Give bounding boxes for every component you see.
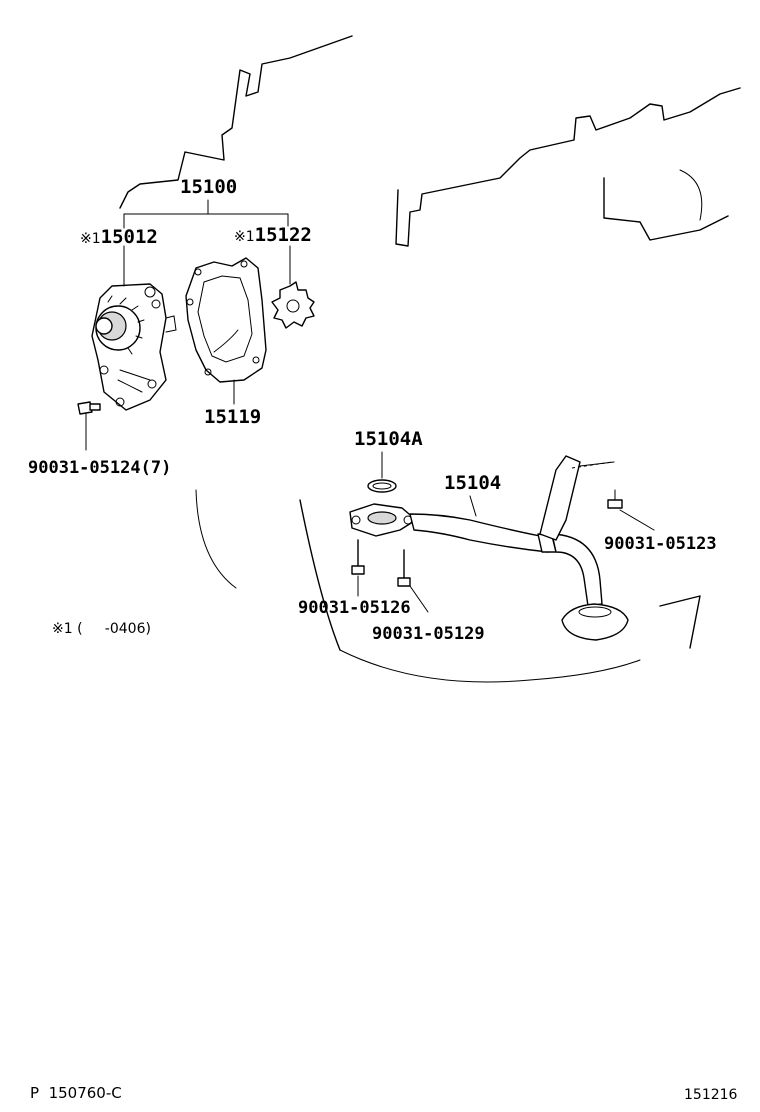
oil-pump-body	[91, 245, 177, 411]
label-bolt-05124-number: 90031-05124	[28, 458, 141, 478]
label-15122-mark: ※1	[234, 229, 255, 245]
label-15122: ※115122	[234, 226, 312, 245]
label-bolt-05129: 90031-05129	[372, 624, 485, 644]
footer-ref: P 150760-C	[30, 1086, 122, 1101]
label-bolt-05124: 90031-05124(7)	[28, 460, 171, 477]
bolt-05129	[397, 549, 429, 613]
footer-code: 151216	[684, 1087, 738, 1103]
label-bolt-05124-qty: (7)	[140, 458, 172, 478]
pump-gasket	[185, 257, 267, 405]
footnote-text: ( -0406)	[77, 621, 151, 637]
label-15012: ※115012	[80, 228, 158, 247]
label-15104: 15104	[444, 472, 502, 494]
footer-prefix: P	[30, 1084, 40, 1102]
label-15119: 15119	[204, 406, 262, 428]
oil-strainer	[349, 455, 629, 641]
footnote-mark: ※1	[52, 621, 73, 637]
footnote: ※1 ( -0406)	[52, 622, 151, 636]
label-15122-number: 15122	[254, 224, 312, 246]
label-15012-mark: ※1	[80, 231, 101, 247]
label-bolt-05123: 90031-05123	[604, 534, 717, 554]
footer-ref-number: 150760-C	[48, 1084, 122, 1102]
engine-block-outline	[119, 35, 741, 683]
label-15012-number: 15012	[100, 226, 158, 248]
label-assembly: 15100	[180, 176, 238, 198]
stay-connector	[571, 461, 613, 469]
assembly-bracket	[123, 199, 289, 229]
bolt-05124	[77, 401, 101, 451]
bolt-05123	[607, 489, 655, 531]
label-bolt-05126: 90031-05126	[298, 598, 411, 618]
inner-rotor-gear	[271, 245, 315, 329]
o-ring	[367, 451, 397, 493]
bolt-05126	[351, 539, 365, 597]
label-15104A: 15104A	[354, 428, 423, 450]
